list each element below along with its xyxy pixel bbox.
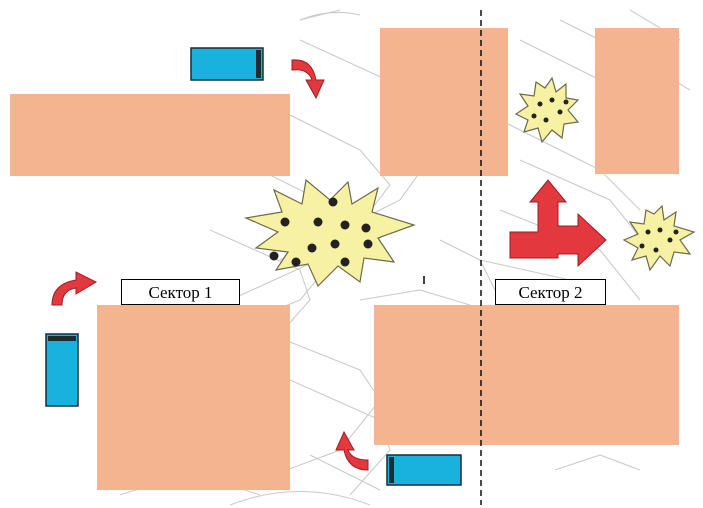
- turn-arrow-icon: [51, 271, 98, 306]
- building-bottom-right: [374, 305, 679, 445]
- turn-arrow-icon: [291, 59, 325, 100]
- buildings: [10, 28, 679, 490]
- vehicle-icon: [45, 333, 79, 407]
- split-arrow-icon: [509, 179, 607, 268]
- turn-arrow-icon: [335, 430, 369, 471]
- explosion-icon: [243, 178, 416, 288]
- explosion-icon: [514, 76, 580, 144]
- sector-2-label: Сектор 2: [495, 279, 606, 305]
- sector-1-label: Сектор 1: [121, 279, 240, 305]
- building-top-left: [10, 94, 290, 176]
- building-bottom-left: [97, 305, 290, 490]
- building-top-center: [380, 28, 508, 176]
- explosion-icon: [622, 204, 696, 272]
- vehicle-icon: [190, 47, 264, 81]
- building-top-right: [595, 28, 679, 174]
- vehicle-icon: [386, 454, 462, 486]
